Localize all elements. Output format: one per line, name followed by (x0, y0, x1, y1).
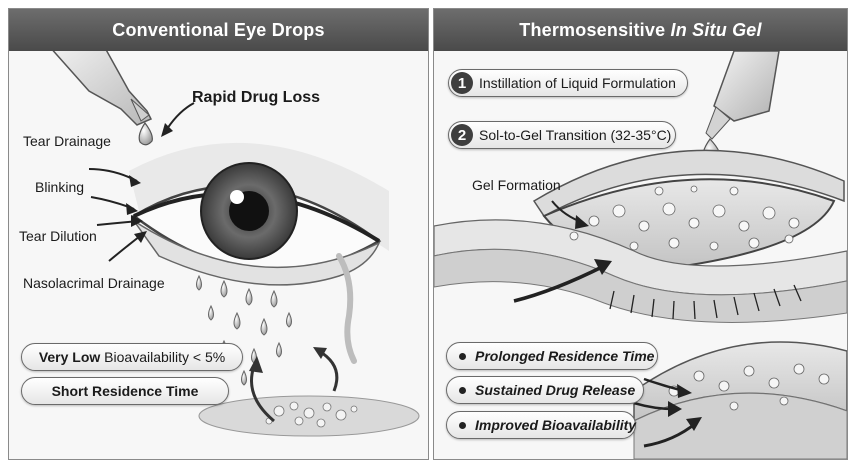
benefit-sustained-release: Sustained Drug Release (446, 376, 644, 404)
step-1-text: Instillation of Liquid Formulation (479, 75, 676, 91)
bioavailability-prefix: Very Low (39, 349, 100, 365)
dropper-bottle-right (706, 51, 779, 139)
step-2-badge: 2 (451, 124, 473, 146)
callout-short-residence: Short Residence Time (21, 377, 229, 405)
label-tear-dilution: Tear Dilution (19, 228, 97, 244)
step-2-pill: 2 Sol-to-Gel Transition (32-35°C) (448, 121, 676, 149)
bioavailability-text: Bioavailability < 5% (104, 349, 225, 365)
benefit-improved-bioavailability: Improved Bioavailability (446, 411, 636, 439)
benefit-2-text: Sustained Drug Release (475, 382, 635, 398)
step-1-pill: 1 Instillation of Liquid Formulation (448, 69, 688, 97)
benefit-1-text: Prolonged Residence Time (475, 348, 654, 364)
benefit-prolonged-residence: Prolonged Residence Time (446, 342, 658, 370)
label-blinking: Blinking (35, 179, 84, 195)
conventional-eye-drops-panel: Conventional Eye Drops (8, 8, 429, 460)
label-nasolacrimal-drainage: Nasolacrimal Drainage (23, 275, 165, 291)
falling-drop-left (139, 123, 152, 145)
title-prefix: Thermosensitive (519, 20, 665, 41)
benefit-3-text: Improved Bioavailability (475, 417, 636, 433)
bullet-icon (459, 422, 466, 429)
label-tear-drainage: Tear Drainage (23, 133, 111, 149)
in-situ-gel-panel: Thermosensitive In Situ Gel (433, 8, 848, 460)
callout-low-bioavailability: Very Low Bioavailability < 5% (21, 343, 243, 371)
left-panel-title: Conventional Eye Drops (9, 9, 428, 51)
bullet-icon (459, 387, 466, 394)
step-2-text: Sol-to-Gel Transition (32-35°C) (479, 127, 671, 143)
title-italic: In Situ Gel (671, 20, 762, 41)
right-panel-title: Thermosensitive In Situ Gel (434, 9, 847, 51)
dropper-bottle-left (49, 51, 151, 125)
bullet-icon (459, 353, 466, 360)
step-1-badge: 1 (451, 72, 473, 94)
label-rapid-drug-loss: Rapid Drug Loss (192, 89, 320, 107)
label-gel-formation: Gel Formation (472, 177, 561, 193)
arrow-rapid-loss (167, 103, 194, 129)
